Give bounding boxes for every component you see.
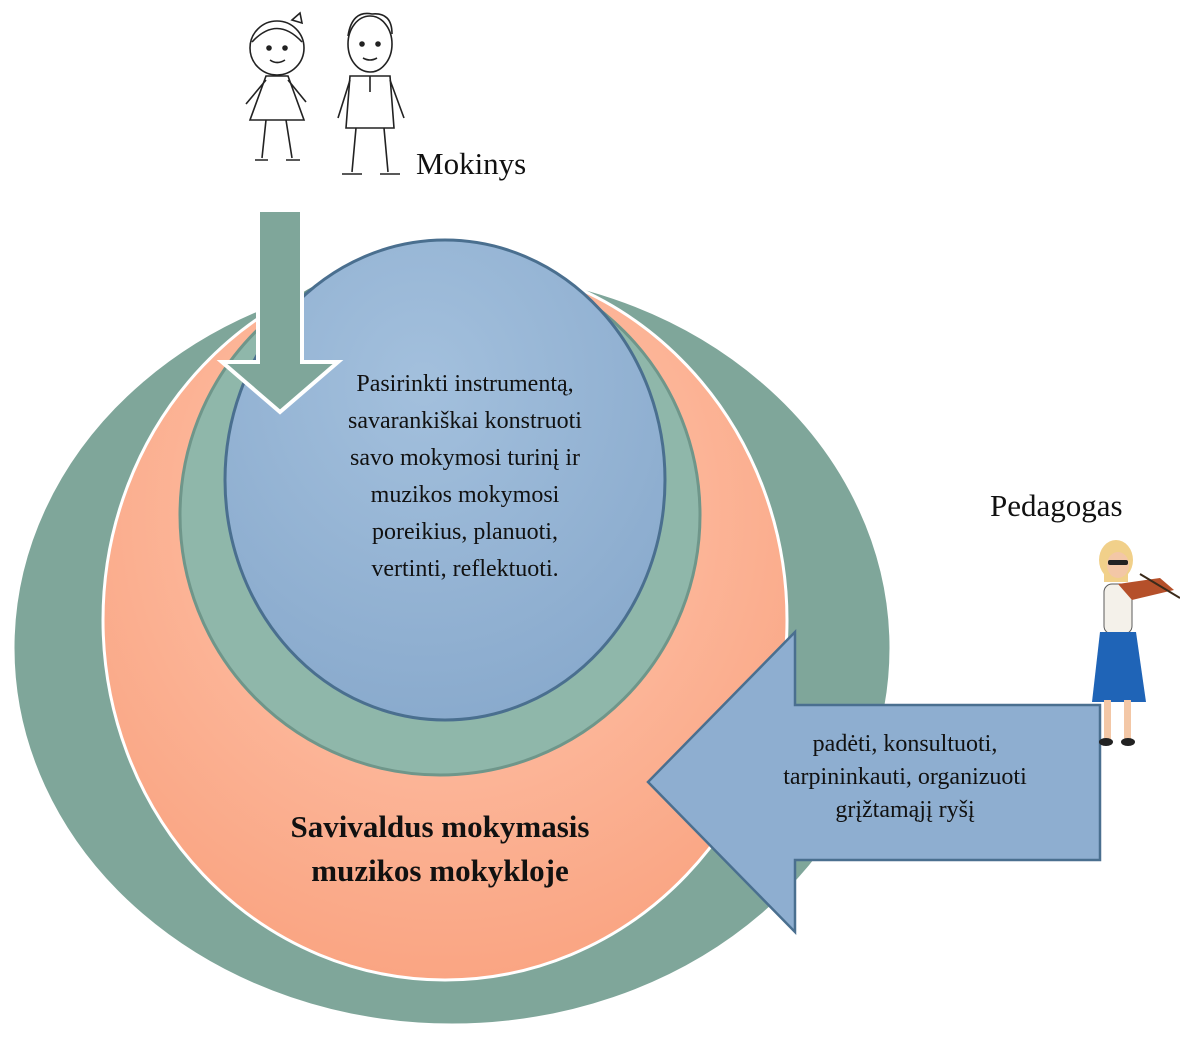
arrow-text-line: grįžtamąjį ryšį [835,797,975,823]
inner-text-line: savarankiškai konstruoti [348,408,582,434]
teacher-arrow-text: padėti, konsultuoti, tarpininkauti, orga… [735,728,1075,827]
center-title-line: Savivaldus mokymasis [290,809,590,844]
arrow-text-line: padėti, konsultuoti, [812,731,998,757]
children-drawing-icon [245,11,405,175]
violinist-icon [1092,540,1180,746]
arrow-text-line: tarpininkauti, organizuoti [783,764,1027,790]
inner-text-line: vertinti, reflektuoti. [371,556,559,582]
inner-circle-text: Pasirinkti instrumentą, savarankiškai ko… [300,366,630,588]
center-title: Savivaldus mokymasis muzikos mokykloje [230,805,650,893]
student-arrow [216,208,344,415]
teacher-arrow [646,628,1102,936]
inner-text-line: Pasirinkti instrumentą, [356,371,574,397]
teacher-label: Pedagogas [990,488,1123,523]
center-title-line: muzikos mokykloje [311,853,569,888]
student-label: Mokinys [416,146,527,181]
inner-text-line: savo mokymosi turinį ir [350,445,580,471]
inner-text-line: poreikius, planuoti, [372,519,558,545]
inner-text-line: muzikos mokymosi [370,482,560,508]
